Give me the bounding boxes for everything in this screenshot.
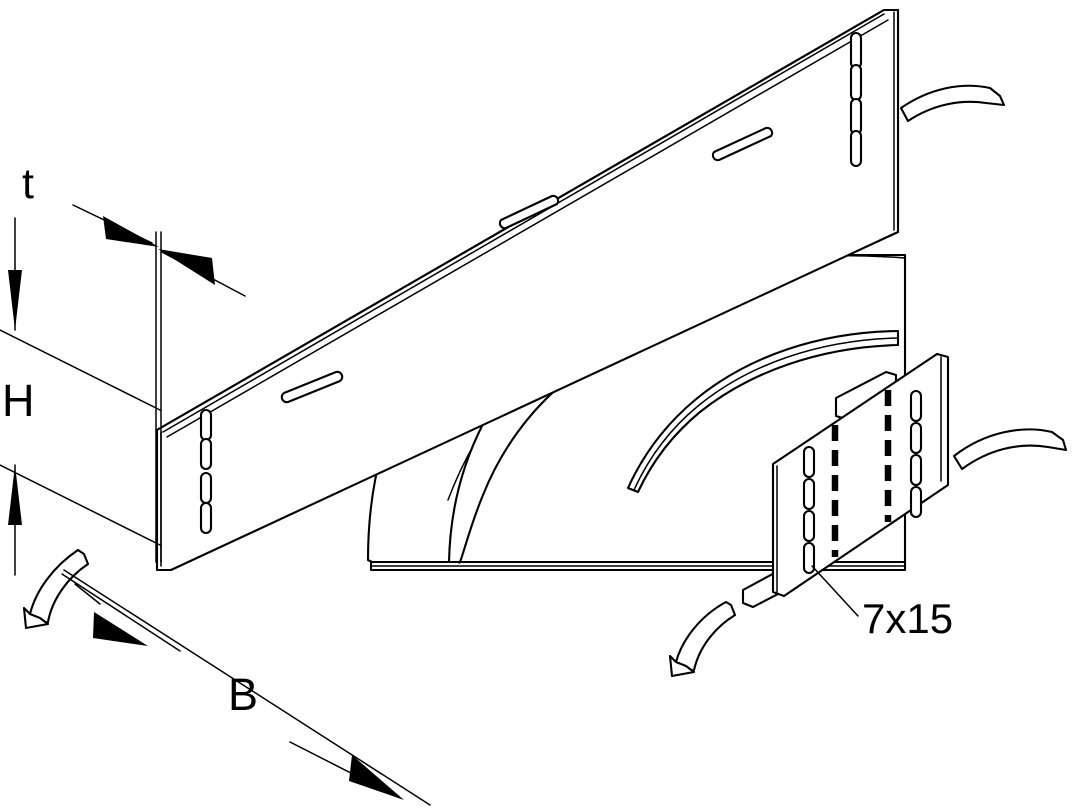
rotation-arrow-center-bottom <box>668 600 737 678</box>
upper-plate-elongated-slot-mid <box>498 194 560 230</box>
dimension-label-t: t <box>22 160 34 208</box>
dimension-t <box>72 204 246 563</box>
bracket-slot-column-right <box>909 390 923 518</box>
dimension-label-h: H <box>2 375 35 426</box>
slot-callout-leader <box>811 565 859 617</box>
B-arrow-upper <box>93 612 148 646</box>
upper-plate-elongated-slot-right <box>711 126 774 162</box>
dimension-B <box>61 569 431 806</box>
arc-slot-upper <box>626 329 900 494</box>
H-arrow-lower <box>8 465 22 525</box>
upper-side-plate <box>155 8 900 572</box>
B-dimension-line <box>63 569 431 806</box>
rotation-arrow-top-right <box>899 84 1006 123</box>
left-end-plate <box>199 370 344 534</box>
H-extension-lower <box>0 464 161 546</box>
left-plate-elongated-slot <box>280 370 344 404</box>
bracket-plate-face <box>771 352 950 598</box>
callout-leader-line <box>811 565 859 617</box>
left-plate-slot-group <box>199 409 213 534</box>
dimension-H <box>0 217 161 576</box>
rotation-arrow-bottom-left <box>22 548 90 630</box>
bracket-hidden-slot-columns <box>831 390 892 557</box>
H-extension-upper <box>0 329 161 411</box>
rotation-arrow-right <box>952 428 1068 471</box>
dimension-label-b: B <box>228 669 259 720</box>
H-arrow-upper <box>8 270 22 330</box>
B-arrow-lower <box>349 755 404 800</box>
upper-plate-slot-group <box>849 32 863 167</box>
slot-dimension-callout-label: 7x15 <box>862 595 954 642</box>
right-bracket-plate <box>741 352 950 609</box>
